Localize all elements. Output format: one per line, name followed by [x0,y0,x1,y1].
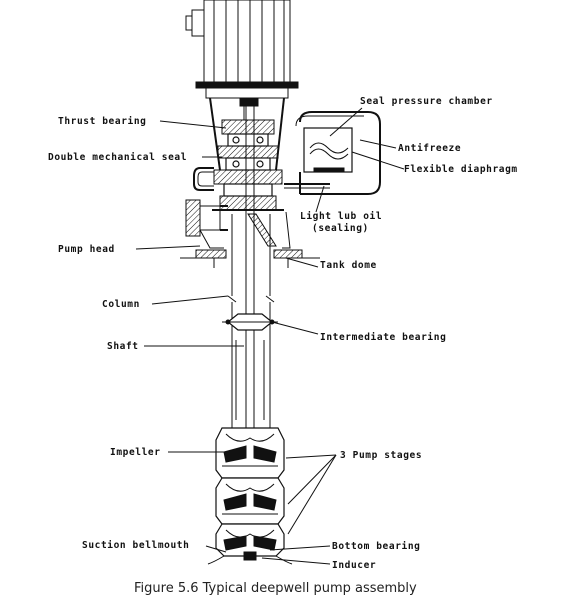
label-impeller: Impeller [110,447,161,458]
label-intermediate-bearing: Intermediate bearing [320,332,446,343]
seal-loop [193,167,214,191]
seal-housing [212,119,284,211]
label-double-mechanical-seal: Double mechanical seal [48,152,187,163]
label-column: Column [102,299,140,310]
label-flexible-diaphragm: Flexible diaphragm [404,164,518,175]
label-pump-head: Pump head [58,244,115,255]
pump-stage-2 [215,477,285,525]
tank-dome [180,249,320,268]
label-light-lub-oil: Light lub oil [300,211,382,222]
label-suction-bellmouth: Suction bellmouth [82,540,189,551]
label-inducer: Inducer [332,560,376,571]
motor [185,0,299,99]
lower-column [235,340,265,420]
label-shaft: Shaft [107,341,139,352]
label-thrust-bearing: Thrust bearing [58,116,146,127]
label-antifreeze: Antifreeze [398,143,461,154]
label-sealing: (sealing) [312,223,369,234]
label-seal-pressure-chamber: Seal pressure chamber [360,96,493,107]
suction-bellmouth [207,551,293,565]
discharge-head [185,199,291,249]
label-bottom-bearing: Bottom bearing [332,541,420,552]
pump-stage-3 [215,523,285,557]
figure-caption: Figure 5.6 Typical deepwell pump assembl… [134,581,417,596]
label-tank-dome: Tank dome [320,260,377,271]
seal-pressure-chamber [284,111,381,195]
leader-lines [135,107,405,565]
pump-stage-1 [215,427,285,479]
label-pump-stages: 3 Pump stages [340,450,422,461]
